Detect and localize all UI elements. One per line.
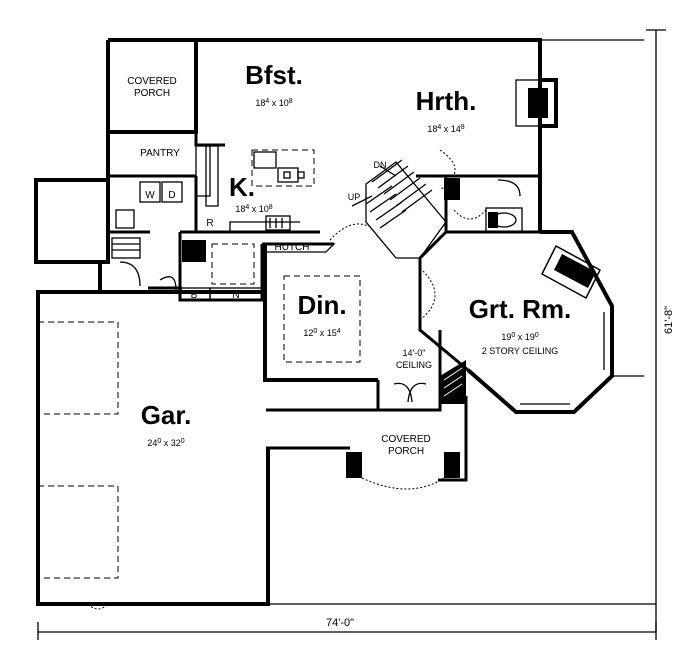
hutch-label: HUTCH	[275, 242, 310, 253]
great-room-windows	[520, 312, 605, 405]
kitchen-dims: 184 x 108	[235, 204, 272, 214]
ceiling-height: 14'-0"	[403, 348, 426, 358]
refrigerator-label: R	[206, 218, 213, 229]
great-room-note: 2 STORY CEILING	[482, 346, 559, 356]
kitchen-label: K.	[229, 172, 255, 202]
front-porch-line2: PORCH	[388, 446, 424, 457]
garage-label: Gar.	[141, 400, 192, 430]
small-stair	[440, 360, 466, 404]
interior-walls	[108, 132, 540, 482]
depth-dimension: 61'-8"	[663, 306, 675, 334]
front-porch-posts	[346, 452, 460, 490]
hearth-fireplace	[515, 79, 548, 127]
great-room-fireplace	[541, 244, 601, 300]
kitchen-fixtures	[195, 145, 336, 253]
bfst-dims: 184 x 108	[255, 98, 292, 108]
great-room-dims: 190 x 190	[501, 332, 538, 342]
width-dimension: 74'-0"	[326, 617, 354, 629]
dining-label: Din.	[297, 290, 346, 320]
great-room-label: Grt. Rm.	[469, 294, 572, 324]
staircase	[351, 159, 447, 259]
garage-parking	[38, 321, 119, 579]
porch-top-label: COVERED PORCH	[127, 76, 176, 99]
dimension-lines	[37, 29, 666, 640]
closet-n-label: N	[232, 290, 239, 301]
ceiling-label: CEILING	[396, 360, 432, 370]
door-swings	[87, 149, 521, 610]
front-porch-line1: COVERED	[381, 434, 430, 445]
dining-dims: 120 x 154	[303, 328, 340, 338]
stair-up-label: UP	[348, 192, 361, 202]
hall-closet-n-label: N	[448, 186, 455, 197]
pantry-label: PANTRY	[140, 148, 180, 159]
dryer-label: D	[168, 190, 175, 201]
hrth-label: Hrth.	[416, 86, 477, 116]
laundry-fixtures	[111, 181, 183, 259]
covered-porch-top-line2: PORCH	[134, 88, 170, 99]
dining-table	[283, 275, 361, 363]
bench-label: B	[191, 290, 198, 301]
covered-porch-top-line1: COVERED	[127, 76, 176, 87]
garage-dims: 240 x 320	[147, 438, 184, 448]
bfst-label: Bfst.	[245, 60, 303, 90]
hrth-dims: 184 x 148	[427, 124, 464, 134]
stair-down-label: DN	[374, 160, 387, 170]
washer-label: W	[145, 190, 155, 201]
